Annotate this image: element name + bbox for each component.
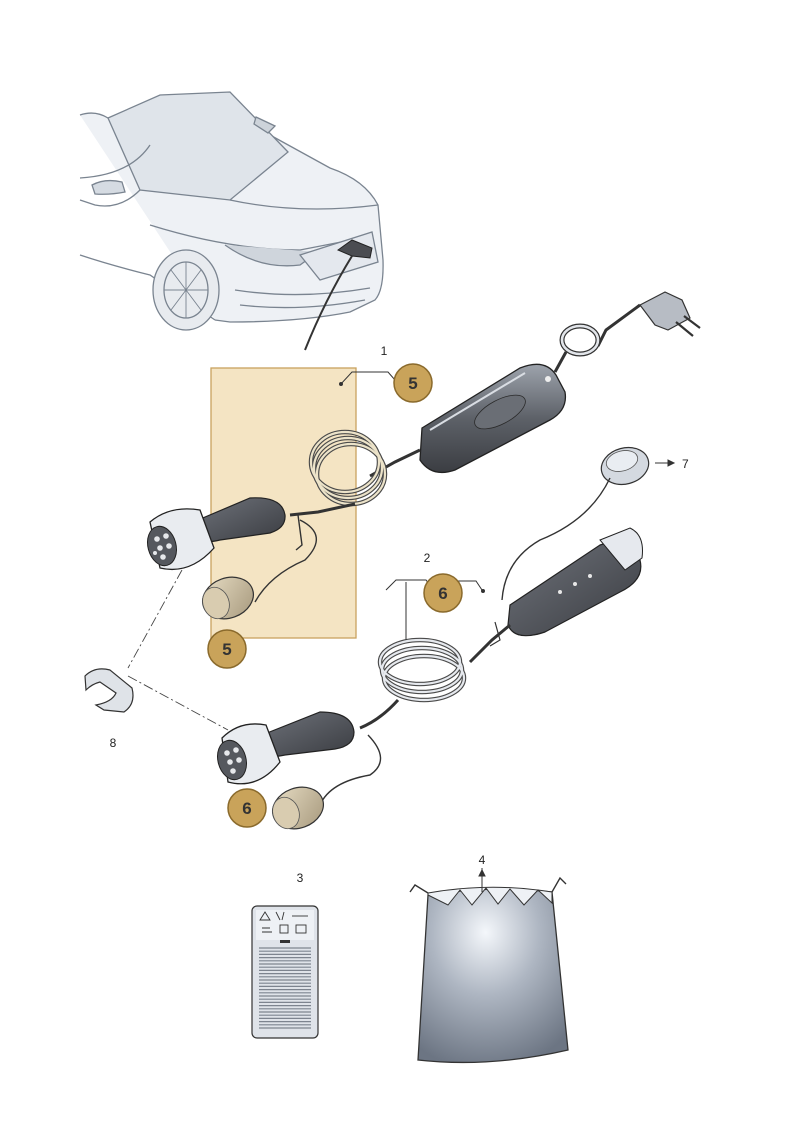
badge-6-bottom: 6 [227,788,267,828]
charging-cable-1 [147,291,701,620]
warning-label-part-3 [251,905,319,1039]
storage-bag-part-4 [409,876,569,1064]
callout-1: 1 [381,344,388,358]
callout-8: 8 [110,736,117,750]
badge-6-top: 6 [423,573,463,613]
badge-5-bottom: 5 [207,629,247,669]
callout-2: 2 [424,551,431,565]
callout-3: 3 [297,871,304,885]
car-socket-plug [304,239,373,351]
vehicle-illustration [79,91,384,331]
svg-text:5: 5 [222,640,231,659]
assembly-lines [127,569,229,731]
svg-text:6: 6 [438,584,447,603]
svg-text:5: 5 [408,374,417,393]
callout-7: 7 [682,457,689,471]
callout-4: 4 [479,853,486,867]
charging-cable-2 [217,446,650,830]
svg-text:6: 6 [242,799,251,818]
badge-5-top: 5 [393,363,433,403]
clip-part-8 [84,668,134,713]
